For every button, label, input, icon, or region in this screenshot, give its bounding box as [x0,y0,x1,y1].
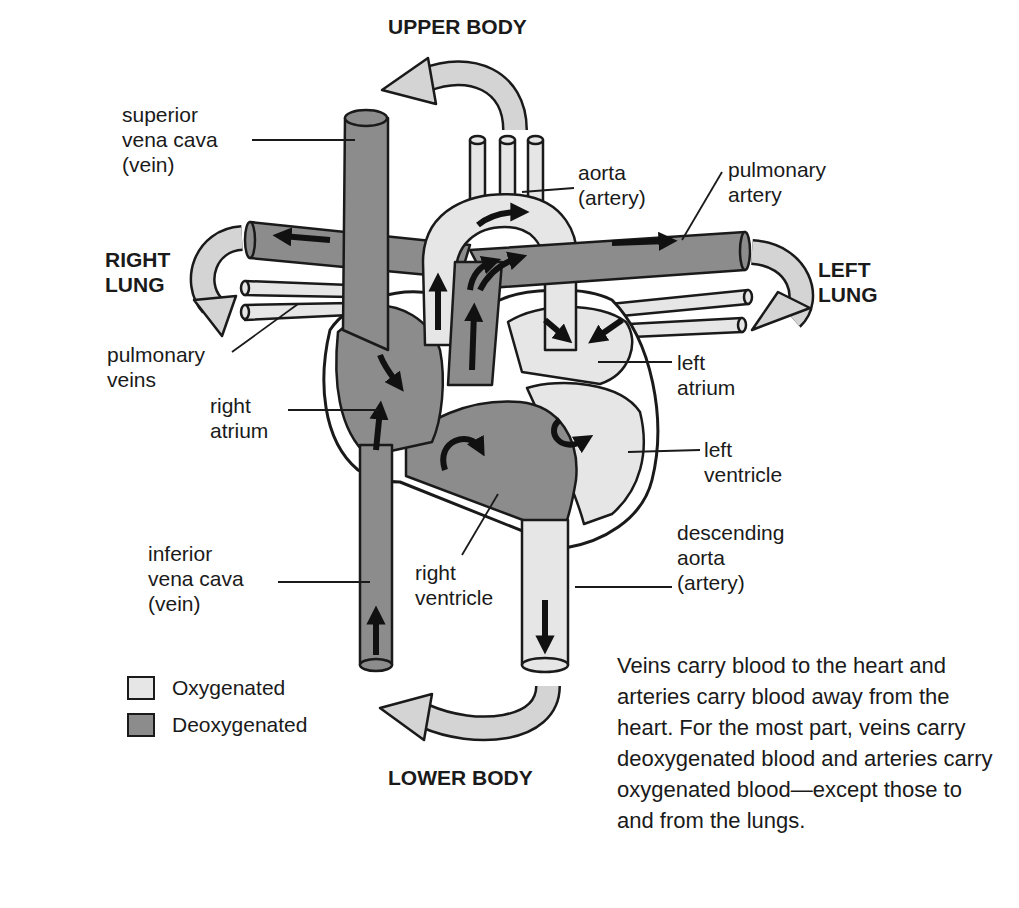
part-label: left atrium [677,350,767,400]
region-heading: LOWER BODY [388,765,588,790]
part-label: right atrium [210,393,290,443]
part-label: pulmonary veins [107,342,237,392]
explanatory-note: Veins carry blood to the heart and arter… [617,650,1002,836]
legend-text: Oxygenated [172,675,285,700]
part-label: aorta (artery) [578,160,668,210]
region-heading: RIGHT LUNG [105,247,195,297]
legend-swatch [127,713,155,737]
part-label: pulmonary artery [728,157,858,207]
part-label: superior vena cava (vein) [122,102,232,177]
part-label: inferior vena cava (vein) [148,541,258,616]
part-label: right ventricle [415,560,515,610]
region-heading: LEFT LUNG [818,257,908,307]
part-label: left ventricle [704,437,814,487]
legend-text: Deoxygenated [172,712,307,737]
part-label: descending aorta (artery) [677,520,795,595]
region-heading: UPPER BODY [388,14,588,39]
legend-swatch [127,676,155,700]
